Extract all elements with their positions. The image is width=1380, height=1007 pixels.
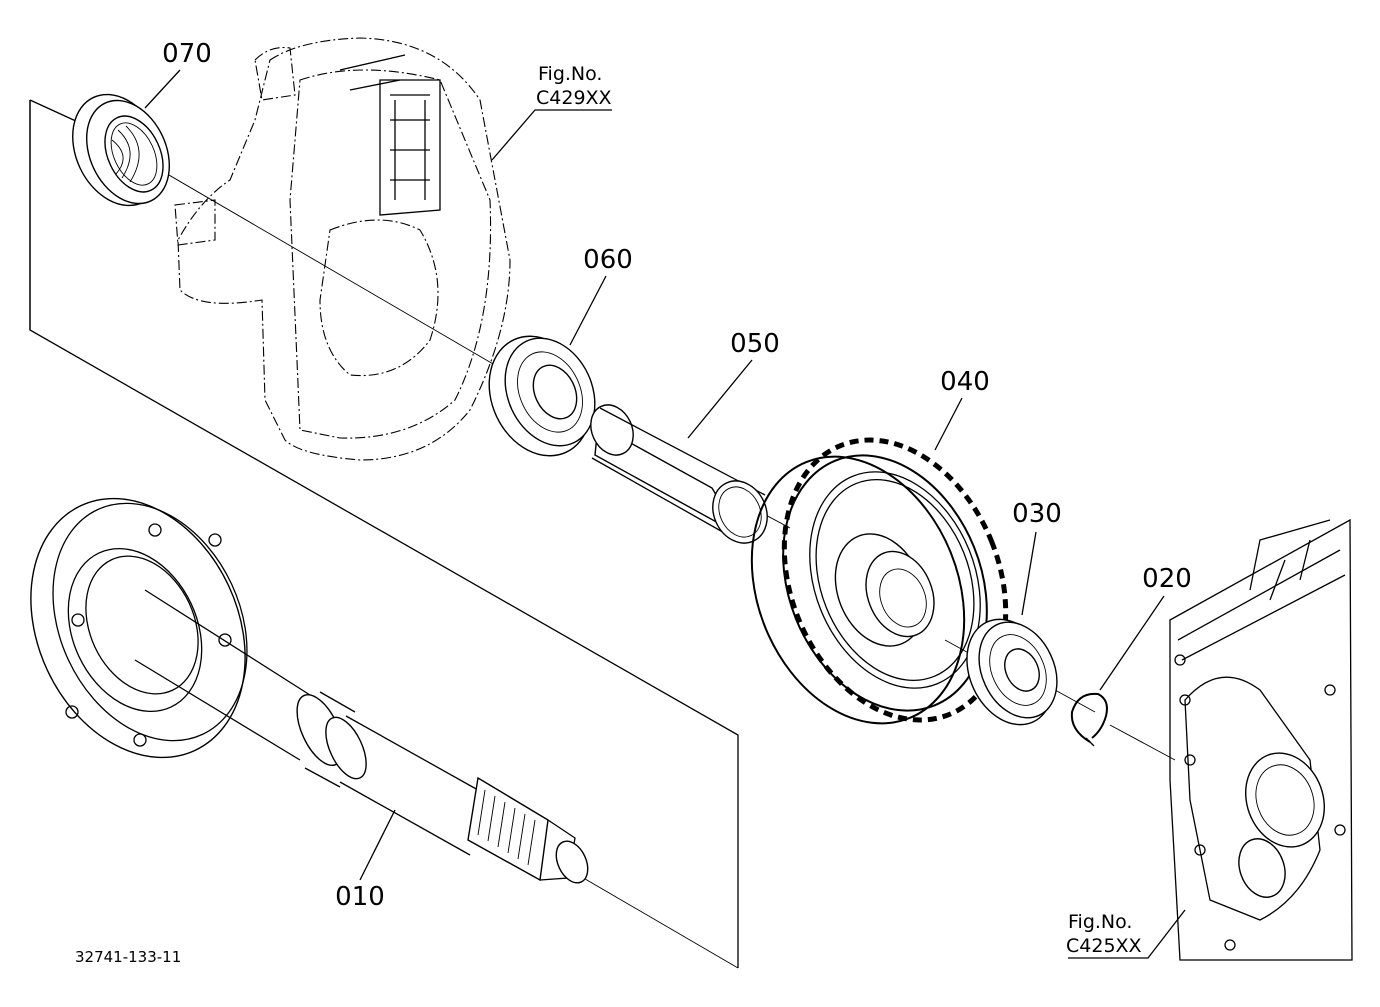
drawing-code: 32741-133-11 [75,948,181,966]
part-060-bearing [488,335,596,457]
label-030: 030 [1012,499,1062,529]
part-070-oil-seal [72,93,171,207]
label-050: 050 [730,329,780,359]
part-010-shaft [30,497,589,884]
part-050-collar [590,404,768,544]
label-060: 060 [583,245,633,275]
label-020: 020 [1142,564,1192,594]
part-030-bearing [966,618,1058,726]
fig-ref-1-line1: Fig.No. [538,63,602,85]
label-040: 040 [940,367,990,397]
part-040-gear [750,437,1009,725]
fig-ref-1-line2: C429XX [536,87,612,109]
part-labels: 070 060 050 040 030 020 010 [162,39,1192,912]
fig-ref-2-line2: C425XX [1066,935,1142,957]
label-010: 010 [335,882,385,912]
leader-lines [144,69,1186,959]
figure-references: Fig.No. C429XX Fig.No. C425XX [536,63,1142,957]
housing-c425xx [1169,518,1353,961]
housing-c429xx [174,37,511,461]
assembly-frame [29,99,739,968]
label-070: 070 [162,39,212,69]
fig-ref-2-line1: Fig.No. [1068,911,1132,933]
part-020-circlip [1070,692,1108,747]
